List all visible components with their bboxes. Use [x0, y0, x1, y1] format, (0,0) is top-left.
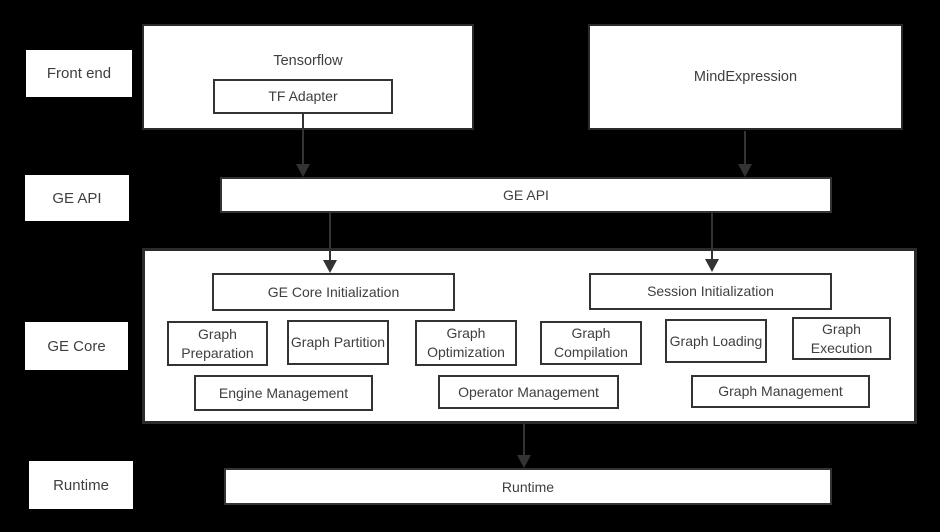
arrow-line	[744, 131, 746, 164]
arrow-line	[711, 213, 713, 259]
arrow-ge-api-to-core-initialization	[323, 213, 337, 273]
graph-compilation-box: Graph Compilation	[540, 321, 642, 365]
arrow-line	[523, 424, 525, 455]
ge-core-box: GE Core Initialization Session Initializ…	[142, 248, 917, 424]
side-label-runtime: Runtime	[29, 461, 133, 509]
arrow-ge-core-to-runtime	[517, 424, 531, 468]
graph-management-box: Graph Management	[691, 375, 870, 408]
arrow-head-icon	[705, 259, 719, 272]
graph-preparation-box: Graph Preparation	[167, 321, 268, 366]
arrow-tf-adapter-to-ge-api	[296, 114, 310, 177]
ge-core-initialization-box: GE Core Initialization	[212, 273, 455, 311]
graph-optimization-box: Graph Optimization	[415, 320, 517, 366]
tensorflow-label: Tensorflow	[273, 53, 343, 69]
arrow-ge-api-to-session-initialization	[705, 213, 719, 272]
side-label-ge-api: GE API	[25, 175, 129, 221]
operator-management-box: Operator Management	[438, 375, 619, 409]
side-label-front-end: Front end	[26, 50, 132, 97]
graph-partition-box: Graph Partition	[287, 320, 389, 365]
mindexpression-box: MindExpression	[588, 24, 903, 130]
arrow-head-icon	[517, 455, 531, 468]
arrow-head-icon	[738, 164, 752, 177]
arrow-head-icon	[323, 260, 337, 273]
arrow-head-icon	[296, 164, 310, 177]
graph-execution-box: Graph Execution	[792, 317, 891, 360]
engine-management-box: Engine Management	[194, 375, 373, 411]
side-label-ge-core: GE Core	[25, 322, 128, 370]
arrow-mindexpression-to-ge-api	[738, 131, 752, 177]
graph-loading-box: Graph Loading	[665, 319, 767, 363]
arrow-line	[302, 114, 304, 164]
tf-adapter-box: TF Adapter	[213, 79, 393, 114]
session-initialization-box: Session Initialization	[589, 273, 832, 310]
tensorflow-box: Tensorflow TF Adapter	[142, 24, 474, 130]
runtime-bar: Runtime	[224, 468, 832, 505]
arrow-line	[329, 213, 331, 260]
ge-api-bar: GE API	[220, 177, 832, 213]
